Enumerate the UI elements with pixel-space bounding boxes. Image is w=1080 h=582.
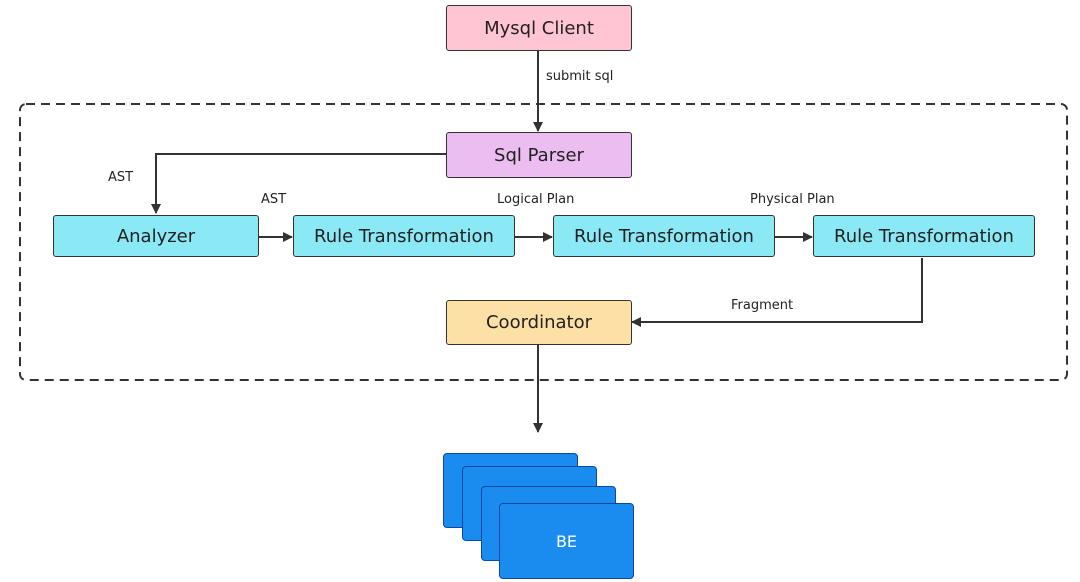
mysql-client-node: Mysql Client [446,5,632,51]
arrow-rule3-to-coordinator [631,258,923,327]
label-ast-left: AST [108,170,134,185]
rule-transformation-node-2: Rule Transformation [553,215,775,257]
label-submit-sql: submit sql [546,69,614,84]
fe-boundary [19,103,1068,381]
rule-transformation-node-3: Rule Transformation [813,215,1035,257]
rule-transformation-node-1: Rule Transformation [293,215,515,257]
arrow-parser-to-analyzer [151,153,446,214]
label-fragment: Fragment [731,298,794,313]
label-ast-top: AST [261,192,287,207]
analyzer-node: Analyzer [53,215,259,257]
sql-parser-node: Sql Parser [446,132,632,178]
label-logical-plan: Logical Plan [497,192,575,207]
label-physical-plan: Physical Plan [750,192,835,207]
be-node: BE [499,503,634,579]
coordinator-node: Coordinator [446,300,632,345]
